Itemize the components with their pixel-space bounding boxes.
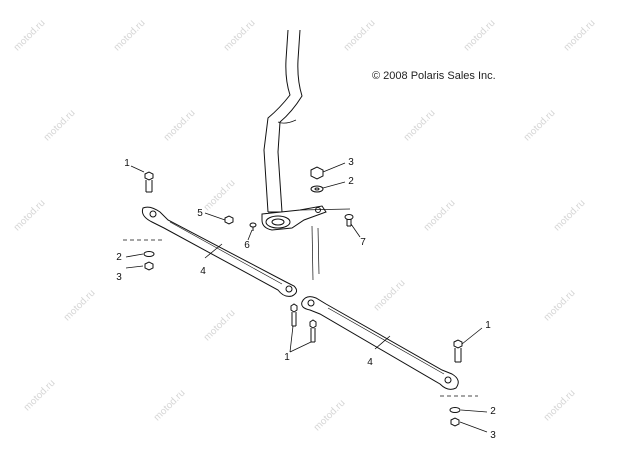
callout-label: 7 <box>360 237 366 248</box>
upper-nut-washer <box>310 166 324 193</box>
callout-label: 4 <box>367 357 373 368</box>
bolt-seven <box>344 214 354 227</box>
right-washer-nut <box>440 395 478 427</box>
callout-label: 2 <box>490 406 496 417</box>
callout-label: 1 <box>124 158 130 169</box>
copyright-notice: © 2008 Polaris Sales Inc. <box>372 70 496 82</box>
callout-label: 3 <box>348 157 354 168</box>
small-nut <box>224 215 234 225</box>
steering-shaft <box>263 29 303 213</box>
callout-label: 2 <box>116 252 122 263</box>
tie-rod-left <box>141 206 298 297</box>
tie-rod-right <box>301 296 459 390</box>
pitman-arm <box>261 205 327 231</box>
bolt-right <box>453 339 463 363</box>
callout-label: 1 <box>284 352 290 363</box>
callout-label: 5 <box>197 208 203 219</box>
bolt-left <box>144 171 154 193</box>
callout-label: 3 <box>116 272 122 283</box>
center-guide-line <box>311 225 314 281</box>
callout-label: 6 <box>244 240 250 251</box>
leader-lines <box>125 162 488 433</box>
small-bolt <box>249 222 257 231</box>
callout-label: 1 <box>485 320 491 331</box>
center-bolts <box>290 303 317 343</box>
callout-label: 2 <box>348 176 354 187</box>
callout-label: 3 <box>490 430 496 441</box>
left-washer-nut <box>123 239 163 271</box>
callout-label: 4 <box>200 266 206 277</box>
